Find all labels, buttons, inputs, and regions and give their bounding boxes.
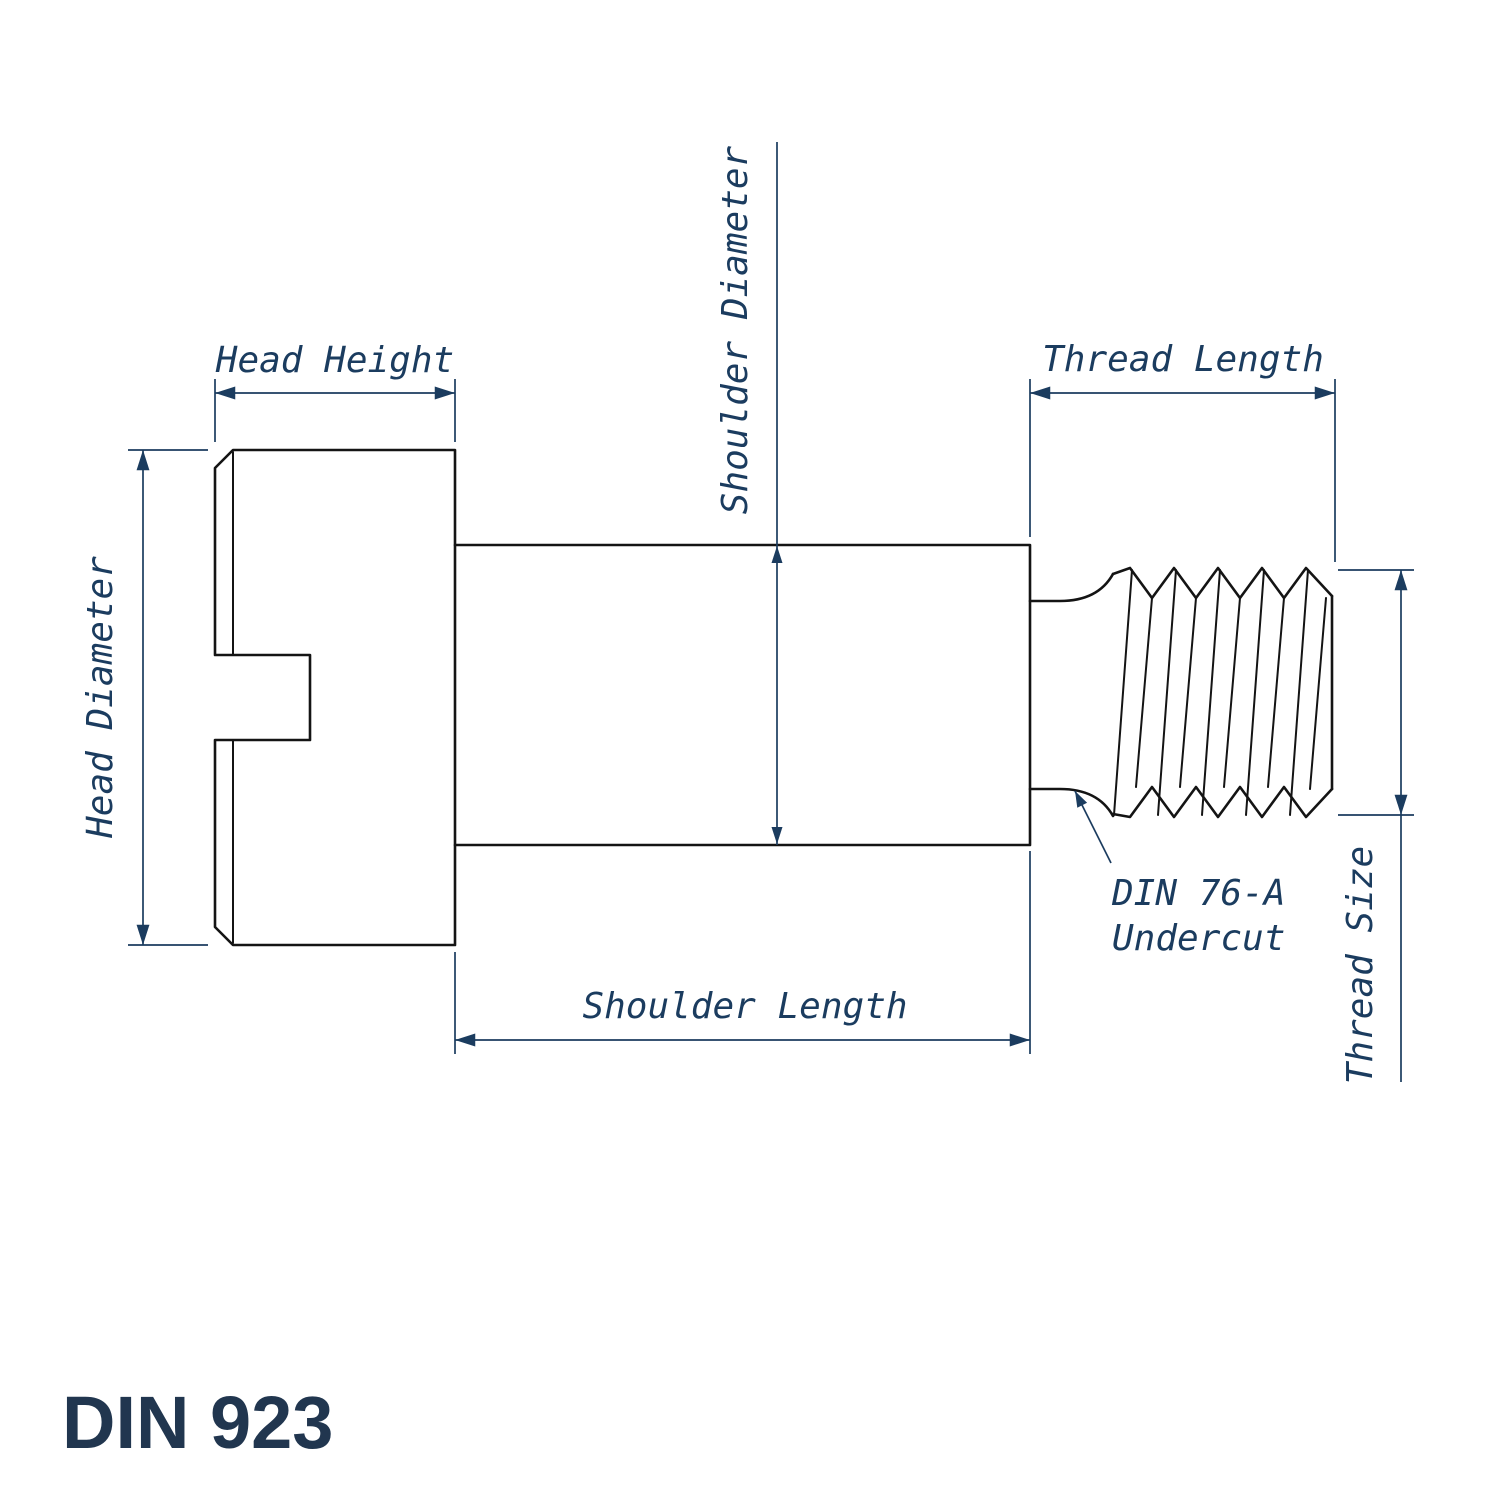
dimension-thread-size: Thread Size — [1338, 569, 1414, 1084]
dimension-head-diameter: Head Diameter — [80, 449, 208, 946]
arrowhead-down — [771, 827, 783, 844]
shoulder-body — [453, 543, 1032, 847]
drawing-title: DIN 923 — [62, 1381, 333, 1464]
undercut-label-line2: Undercut — [1112, 918, 1285, 959]
shoulder-length-label: Shoulder Length — [582, 986, 907, 1027]
head-diameter-label: Head Diameter — [80, 556, 121, 839]
screw-outline — [213, 448, 1334, 947]
thread-size-label: Thread Size — [1340, 846, 1381, 1084]
arrowhead-up — [771, 546, 783, 563]
thread-bottom-edge — [1111, 785, 1334, 819]
dimension-shoulder-length: Shoulder Length — [454, 851, 1031, 1054]
dimension-shoulder-diameter: Shoulder Diameter — [715, 142, 783, 845]
leader-arrowhead — [1075, 791, 1088, 808]
shoulder-diameter-label: Shoulder Diameter — [715, 145, 756, 514]
thread-top-edge — [1111, 566, 1334, 600]
thread-length-label: Thread Length — [1042, 339, 1324, 380]
head-height-label: Head Height — [215, 340, 454, 381]
callout-undercut: DIN 76-A Undercut — [1074, 790, 1285, 959]
screw-head — [213, 448, 457, 947]
dimension-thread-length: Thread Length — [1029, 339, 1336, 562]
undercut-profile — [1028, 572, 1115, 818]
thread-flank-lines — [1113, 569, 1327, 816]
undercut-label-line1: DIN 76-A — [1111, 873, 1285, 914]
dimension-head-height: Head Height — [214, 340, 456, 442]
